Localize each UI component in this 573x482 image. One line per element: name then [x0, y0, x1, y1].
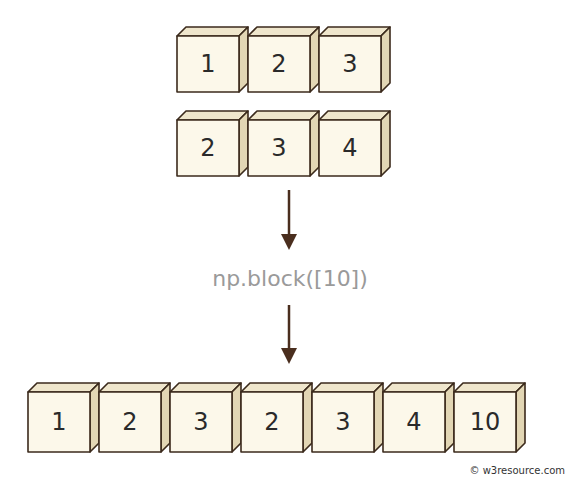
cube-side-face: [381, 27, 390, 92]
cube-top-face: [383, 383, 454, 392]
cube-side-face: [374, 383, 383, 452]
element-value: 3: [271, 134, 286, 162]
cube-front-face: [170, 392, 232, 452]
array-cube: 3: [170, 392, 232, 452]
cube-top-face: [177, 111, 248, 120]
cube-front-face: [383, 392, 445, 452]
cube-front-face: [28, 392, 90, 452]
cube-top-face: [248, 27, 319, 36]
array-cube: 3: [312, 392, 374, 452]
array-cube: 2: [248, 36, 310, 92]
cube-side-face: [90, 383, 99, 452]
array-cube: 4: [383, 392, 445, 452]
array-cube: 2: [99, 392, 161, 452]
cube-front-face: [177, 36, 239, 92]
watermark: © w3resource.com: [469, 465, 565, 476]
cube-front-face: [319, 36, 381, 92]
cube-side-face: [310, 27, 319, 92]
array-cube: 10: [454, 392, 516, 452]
cube-front-face: [99, 392, 161, 452]
function-call: np.block([10]): [212, 266, 368, 291]
cube-side-face: [310, 111, 319, 176]
array-cube: 1: [177, 36, 239, 92]
cube-front-face: [177, 120, 239, 176]
cube-front-face: [248, 36, 310, 92]
element-value: 2: [200, 134, 215, 162]
element-value: 3: [342, 50, 357, 78]
cube-top-face: [312, 383, 383, 392]
cube-top-face: [454, 383, 525, 392]
cube-front-face: [248, 120, 310, 176]
cube-side-face: [516, 383, 525, 452]
array-cube: 2: [177, 120, 239, 176]
cube-side-face: [445, 383, 454, 452]
array-cube: 2: [241, 392, 303, 452]
array-cube: 1: [28, 392, 90, 452]
array-cube: 3: [319, 36, 381, 92]
element-value: 2: [122, 408, 137, 436]
cube-front-face: [241, 392, 303, 452]
element-value: 4: [342, 134, 357, 162]
cube-top-face: [177, 27, 248, 36]
cube-front-face: [312, 392, 374, 452]
cube-side-face: [161, 383, 170, 452]
cube-side-face: [239, 111, 248, 176]
cube-top-face: [99, 383, 170, 392]
element-value: 1: [200, 50, 215, 78]
element-value: 2: [264, 408, 279, 436]
element-value: 4: [406, 408, 421, 436]
array-cube: 4: [319, 120, 381, 176]
cube-side-face: [239, 27, 248, 92]
array-cube: 3: [248, 120, 310, 176]
element-value: 2: [271, 50, 286, 78]
down-arrow-head: [281, 234, 297, 250]
cube-side-face: [232, 383, 241, 452]
cube-top-face: [170, 383, 241, 392]
cube-side-face: [381, 111, 390, 176]
cube-top-face: [241, 383, 312, 392]
cube-front-face: [454, 392, 516, 452]
down-arrow-line: [288, 190, 291, 238]
element-value: 3: [335, 408, 350, 436]
element-value: 3: [193, 408, 208, 436]
cube-top-face: [28, 383, 99, 392]
element-value: 1: [51, 408, 66, 436]
cube-top-face: [319, 27, 390, 36]
cube-top-face: [319, 111, 390, 120]
cube-top-face: [248, 111, 319, 120]
down-arrow-line: [288, 305, 291, 352]
cube-front-face: [319, 120, 381, 176]
element-value: 10: [470, 408, 501, 436]
down-arrow-head: [281, 348, 297, 364]
cube-side-face: [303, 383, 312, 452]
